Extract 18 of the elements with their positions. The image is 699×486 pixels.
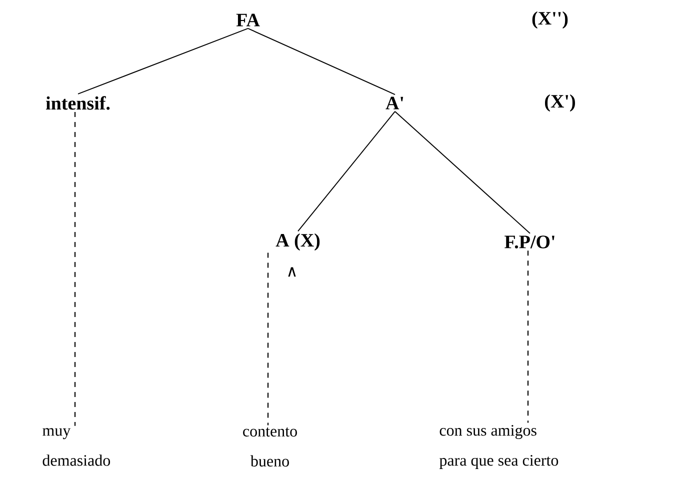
caret-symbol: ∧ [288,267,296,277]
leaf-text: muy demasiado [42,428,110,466]
dashed-line [267,252,269,426]
leaf-text: con sus amigos para que sea cierto [439,425,558,469]
leaf-text: contento bueno [243,427,297,467]
tree-label: intensif. [46,96,110,110]
dashed-line [527,250,529,423]
tree-label: F.P/O' [504,236,554,248]
level-label: (X'') [532,11,568,29]
branch-line [248,28,396,96]
branch-line [298,110,396,232]
branch-line [394,110,530,234]
tree-label: A (X) [276,233,320,251]
tree-label: A' [386,96,404,110]
dashed-line [74,112,76,426]
level-label: (X') [545,94,575,112]
tree-label: FA [236,14,260,26]
branch-line [78,28,248,94]
